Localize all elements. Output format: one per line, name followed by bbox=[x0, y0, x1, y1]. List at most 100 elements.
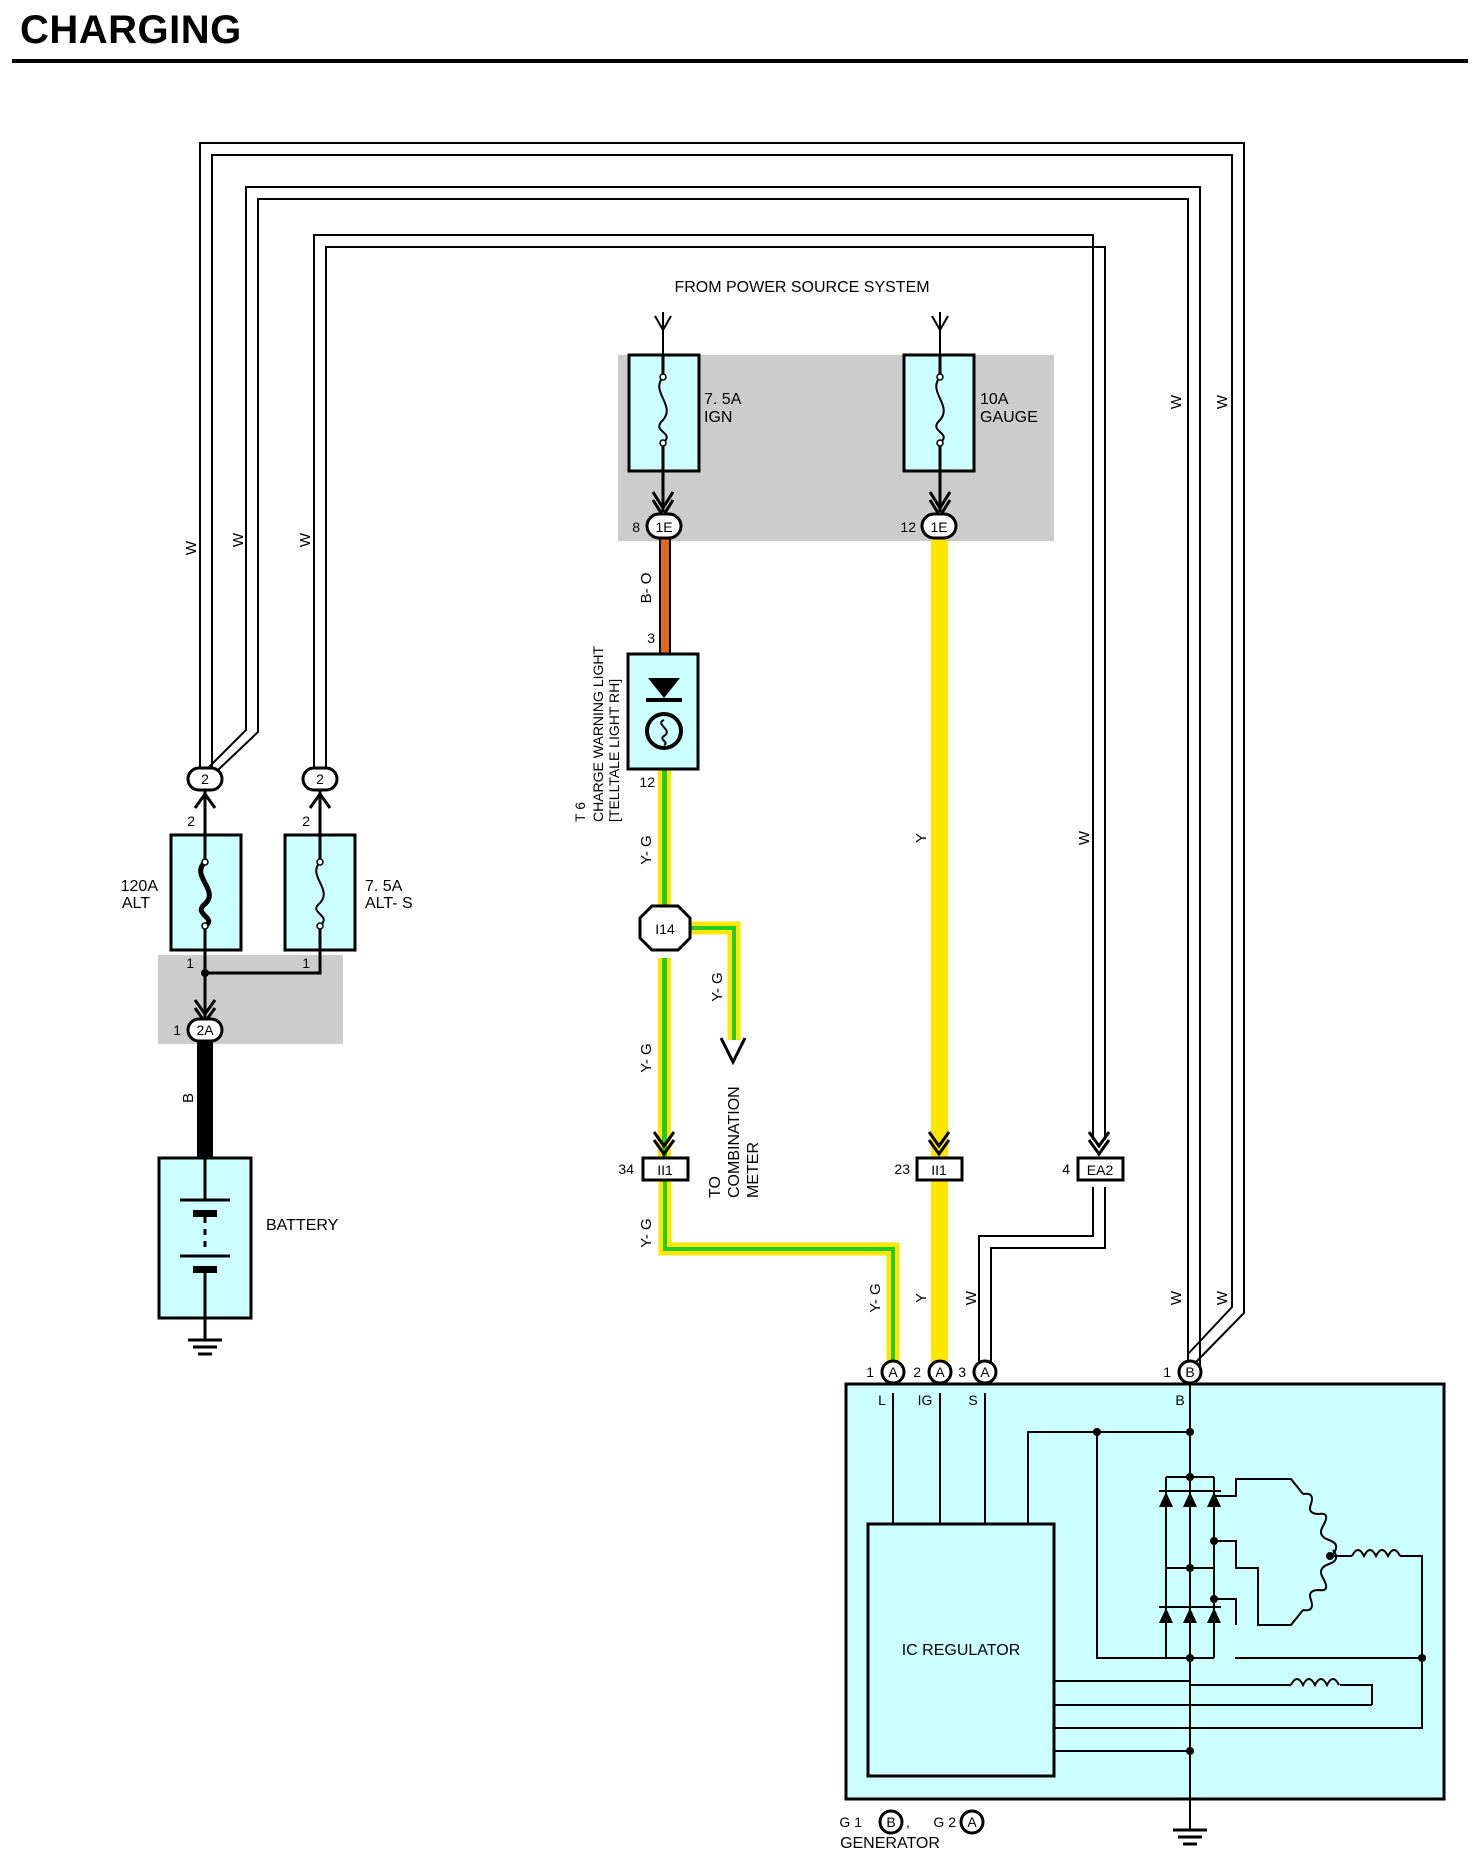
fuse-alt-s bbox=[283, 833, 357, 952]
fuse-ign-name: IGN bbox=[704, 409, 732, 426]
connector-id: A bbox=[935, 1364, 945, 1380]
connector-id: 2 bbox=[201, 771, 209, 787]
ic-regulator: IC REGULATOR bbox=[866, 1522, 1056, 1778]
connector-id: 2 bbox=[316, 771, 324, 787]
terminal-pin: 3 bbox=[958, 1364, 966, 1380]
wire-label-w: W bbox=[963, 1290, 980, 1305]
fuse-alt-name: ALT bbox=[122, 895, 150, 912]
junction-i14: I14 bbox=[638, 904, 692, 952]
lamp-pin-bottom: 12 bbox=[639, 774, 655, 790]
wire-label-b: B bbox=[180, 1093, 197, 1103]
white-wires bbox=[199, 142, 1245, 1370]
wire-label-w: W bbox=[1214, 394, 1231, 409]
connector-ea2: EA2 bbox=[1076, 1156, 1125, 1182]
connector-id: EA2 bbox=[1087, 1162, 1114, 1178]
terminal-name-ig: IG bbox=[918, 1392, 933, 1408]
generator-label: GENERATOR bbox=[840, 1835, 940, 1852]
connector-1e-gauge: 1E bbox=[920, 512, 958, 540]
page-title: CHARGING bbox=[20, 8, 242, 52]
wire-label-bo: B- O bbox=[638, 573, 655, 604]
stator-coils bbox=[1290, 1492, 1401, 1688]
junction-id: I14 bbox=[655, 921, 675, 937]
fuse-ign bbox=[627, 353, 701, 473]
connector-pin: 2 bbox=[302, 813, 310, 829]
connector-id: II1 bbox=[931, 1162, 947, 1178]
power-source-label: FROM POWER SOURCE SYSTEM bbox=[674, 279, 929, 296]
wire-label-w: W bbox=[1214, 1290, 1231, 1305]
generator-g1-label: G 1 bbox=[839, 1814, 862, 1830]
combination-meter-arrow bbox=[719, 1037, 747, 1066]
connector-id: B bbox=[1185, 1364, 1194, 1380]
connector-2a: 2A bbox=[186, 1017, 224, 1043]
title-underline bbox=[12, 59, 1468, 63]
fuse-alt bbox=[169, 833, 243, 952]
connector-id: 1E bbox=[930, 519, 947, 535]
wire-label-w: W bbox=[230, 532, 247, 547]
fuse-alts-rating: 7. 5A bbox=[365, 878, 403, 895]
fuse-ign-rating: 7. 5A bbox=[704, 391, 742, 408]
fuse-bottom-wiring bbox=[193, 950, 322, 1025]
combination-meter-to: TO bbox=[707, 1176, 724, 1198]
charge-warning-light bbox=[626, 652, 700, 771]
terminal-name-l: L bbox=[878, 1392, 886, 1408]
generator-ground-icon bbox=[1173, 1828, 1207, 1846]
connector-pin: 1 bbox=[186, 955, 194, 971]
generator-g1-connector: B bbox=[878, 1809, 904, 1835]
connector-ii1-34: II1 bbox=[641, 1156, 690, 1182]
connector-pin: 2 bbox=[187, 813, 195, 829]
combination-meter-name: COMBINATION bbox=[726, 1086, 743, 1198]
generator-g2-label: G 2 bbox=[933, 1814, 956, 1830]
generator-terminal-a3: A bbox=[972, 1359, 998, 1385]
wire-b bbox=[197, 1041, 213, 1158]
generator-separator: , bbox=[906, 1814, 910, 1830]
connector-id: 2A bbox=[196, 1022, 214, 1038]
power-source-arrows bbox=[654, 312, 949, 355]
battery-label: BATTERY bbox=[266, 1217, 339, 1234]
wire-label-yg: Y- G bbox=[867, 1283, 884, 1312]
connector-pin: 4 bbox=[1062, 1161, 1070, 1177]
generator-junction-dots bbox=[1093, 1428, 1426, 1755]
battery bbox=[157, 1156, 253, 1340]
connector-pin: 1 bbox=[173, 1022, 181, 1038]
fuse-gauge-rating: 10A bbox=[980, 391, 1009, 408]
wire-label-yg: Y- G bbox=[638, 1218, 655, 1247]
diode-bars bbox=[1159, 1490, 1221, 1608]
terminal-name-b: B bbox=[1175, 1392, 1184, 1408]
regulator-label: IC REGULATOR bbox=[902, 1642, 1021, 1659]
connector-pin: 8 bbox=[632, 519, 640, 535]
fuse-top-arrows bbox=[193, 790, 332, 834]
wire-label-yg: Y- G bbox=[709, 972, 726, 1001]
connector-id: B bbox=[886, 1814, 895, 1830]
wire-labels-w: W W W W W W W W W bbox=[183, 394, 1231, 1305]
wire-label-w: W bbox=[183, 540, 200, 555]
generator-g2-connector: A bbox=[959, 1809, 985, 1835]
junction-dot bbox=[201, 969, 209, 977]
connector-id: A bbox=[888, 1364, 898, 1380]
connector-pin: 34 bbox=[618, 1161, 634, 1177]
fuse-alts-name: ALT- S bbox=[365, 895, 413, 912]
wire-yg bbox=[658, 765, 900, 1370]
wire-label-w: W bbox=[1168, 1290, 1185, 1305]
generator-terminal-a1: A bbox=[880, 1359, 906, 1385]
diodes bbox=[1159, 1492, 1221, 1623]
wire-y-lower bbox=[931, 1162, 948, 1372]
terminal-pin: 1 bbox=[866, 1364, 874, 1380]
wire-label-w: W bbox=[1076, 830, 1093, 845]
terminal-pin: 1 bbox=[1163, 1364, 1171, 1380]
wire-label-yg: Y- G bbox=[638, 835, 655, 864]
terminal-name-s: S bbox=[968, 1392, 977, 1408]
connector-pin: 12 bbox=[900, 519, 916, 535]
generator-terminal-b1: B bbox=[1177, 1359, 1203, 1385]
lamp-pin-top: 3 bbox=[647, 630, 655, 646]
fuse-gauge bbox=[902, 353, 976, 473]
connector-arrows bbox=[652, 1131, 1111, 1157]
terminal-pin: 2 bbox=[913, 1364, 921, 1380]
wire-label-w: W bbox=[1168, 394, 1185, 409]
combination-meter-meter: METER bbox=[745, 1142, 762, 1198]
lamp-code: T 6 bbox=[572, 802, 588, 822]
connector-id: A bbox=[980, 1364, 990, 1380]
connector-ii1-23: II1 bbox=[915, 1156, 964, 1182]
connector-id: A bbox=[967, 1814, 977, 1830]
ground-icon bbox=[188, 1338, 222, 1356]
wire-label-w: W bbox=[297, 532, 314, 547]
